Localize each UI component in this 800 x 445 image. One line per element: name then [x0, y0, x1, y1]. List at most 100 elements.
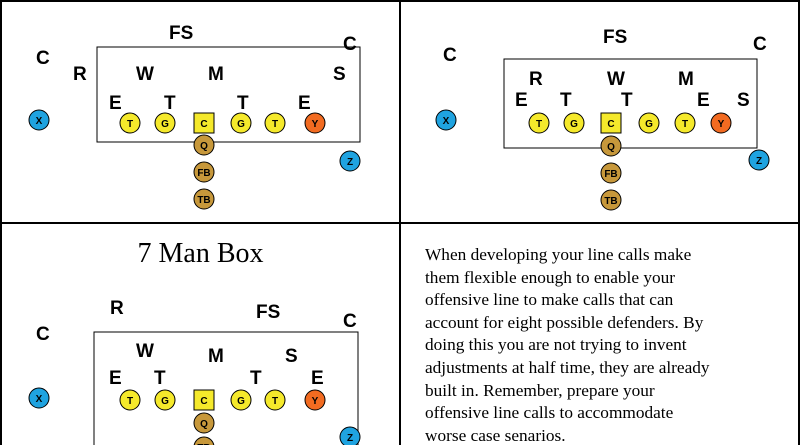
- svg-text:Q: Q: [200, 419, 208, 430]
- defender-t-left: T: [154, 368, 166, 389]
- svg-text:T: T: [272, 119, 278, 130]
- offensive-line: T G C G T Y: [119, 389, 326, 411]
- player-tailback: [600, 189, 622, 211]
- backfield: Q FB TB: [193, 134, 215, 210]
- player-center: [193, 389, 215, 411]
- svg-text:TB: TB: [197, 195, 210, 206]
- svg-text:FB: FB: [197, 168, 210, 179]
- defender-fs: FS: [169, 23, 193, 44]
- defender-c-left: C: [36, 324, 50, 345]
- player-x-receiver: [435, 109, 457, 131]
- defender-w: W: [607, 69, 625, 90]
- svg-text:G: G: [237, 119, 245, 130]
- receivers: X Z: [28, 387, 361, 445]
- backfield: Q FB TB: [600, 135, 622, 211]
- svg-text:G: G: [645, 119, 653, 130]
- defender-r: R: [73, 64, 87, 85]
- formation-diagram-top-left: FS C C R W M S E T T E T G C G T Y: [28, 23, 361, 210]
- player-x-receiver: [28, 109, 50, 131]
- svg-text:Y: Y: [312, 396, 319, 407]
- defenders: FS C C R W M E T T E S: [443, 27, 767, 111]
- defender-s: S: [737, 90, 750, 111]
- defender-m: M: [208, 64, 224, 85]
- svg-text:TB: TB: [197, 443, 210, 445]
- svg-text:Z: Z: [756, 156, 762, 167]
- svg-text:TB: TB: [604, 196, 617, 207]
- defender-m: M: [208, 346, 224, 367]
- offensive-line: T G C G T Y: [528, 112, 732, 134]
- svg-text:T: T: [127, 396, 133, 407]
- backfield: Q TB: [193, 412, 215, 445]
- svg-text:X: X: [36, 394, 43, 405]
- svg-text:G: G: [161, 119, 169, 130]
- defender-w: W: [136, 341, 154, 362]
- defender-e-right: E: [697, 90, 710, 111]
- svg-text:C: C: [200, 119, 207, 130]
- svg-text:Q: Q: [607, 142, 615, 153]
- player-tackle-left: [119, 389, 141, 411]
- player-fullback: [600, 162, 622, 184]
- defender-e-left: E: [515, 90, 528, 111]
- box-outline: [96, 46, 361, 143]
- defender-s: S: [285, 346, 298, 367]
- svg-text:T: T: [536, 119, 542, 130]
- defender-fs: FS: [603, 27, 627, 48]
- diagram-panel-top-left: FS C C R W M S E T T E T G C G T Y: [0, 0, 401, 224]
- defender-e-left: E: [109, 368, 122, 389]
- offensive-line: T G C G T Y: [119, 112, 326, 134]
- receivers: X Z: [435, 109, 770, 171]
- player-y-end: [304, 112, 326, 134]
- svg-text:G: G: [570, 119, 578, 130]
- player-guard-right: [230, 112, 252, 134]
- defender-c-left: C: [443, 45, 457, 66]
- player-y-end: [710, 112, 732, 134]
- box-outline: [93, 331, 359, 445]
- player-quarterback: [193, 134, 215, 156]
- note-panel: When developing your line calls make the…: [399, 222, 800, 445]
- formation-diagram-7-man-box: R FS C C W M S E T T E T G C G T Y: [28, 298, 361, 445]
- defender-r: R: [110, 298, 124, 319]
- svg-text:T: T: [127, 119, 133, 130]
- svg-text:G: G: [237, 396, 245, 407]
- svg-text:FB: FB: [604, 169, 617, 180]
- defender-c-right: C: [343, 34, 357, 55]
- defender-t-right: T: [250, 368, 262, 389]
- player-z-receiver: [748, 149, 770, 171]
- panel-title: 7 Man Box: [137, 238, 264, 269]
- note-text: When developing your line calls make the…: [425, 245, 710, 445]
- defenders: R FS C C W M S E T T E: [36, 298, 357, 389]
- svg-text:T: T: [682, 119, 688, 130]
- player-guard-right: [230, 389, 252, 411]
- defender-s: S: [333, 64, 346, 85]
- player-z-receiver: [339, 150, 361, 172]
- svg-text:Y: Y: [718, 119, 725, 130]
- player-quarterback: [600, 135, 622, 157]
- defender-t-right: T: [621, 90, 633, 111]
- svg-text:C: C: [200, 396, 207, 407]
- player-fullback: [193, 161, 215, 183]
- receivers: X Z: [28, 109, 361, 172]
- diagram-panel-top-right: FS C C R W M E T T E S T G C G T Y: [399, 0, 800, 224]
- player-guard-right: [638, 112, 660, 134]
- svg-text:Y: Y: [312, 119, 319, 130]
- svg-text:X: X: [443, 116, 450, 127]
- defender-t-left: T: [164, 93, 176, 114]
- player-quarterback: [193, 412, 215, 434]
- defender-e-right: E: [298, 93, 311, 114]
- defender-fs: FS: [256, 302, 280, 323]
- player-tackle-left: [119, 112, 141, 134]
- player-guard-left: [154, 389, 176, 411]
- defender-c-right: C: [343, 311, 357, 332]
- svg-text:C: C: [607, 119, 614, 130]
- box-outline: [503, 58, 758, 149]
- diagram-panel-7-man-box: 7 Man Box R FS C C W M S E T T E T G C G…: [0, 222, 401, 445]
- formation-diagram-top-right: FS C C R W M E T T E S T G C G T Y: [435, 27, 770, 211]
- player-center: [193, 112, 215, 134]
- defender-c-left: C: [36, 48, 50, 69]
- defender-e-left: E: [109, 93, 122, 114]
- defender-c-right: C: [753, 34, 767, 55]
- player-tackle-right: [674, 112, 696, 134]
- svg-text:T: T: [272, 396, 278, 407]
- defender-m: M: [678, 69, 694, 90]
- player-tackle-right: [264, 112, 286, 134]
